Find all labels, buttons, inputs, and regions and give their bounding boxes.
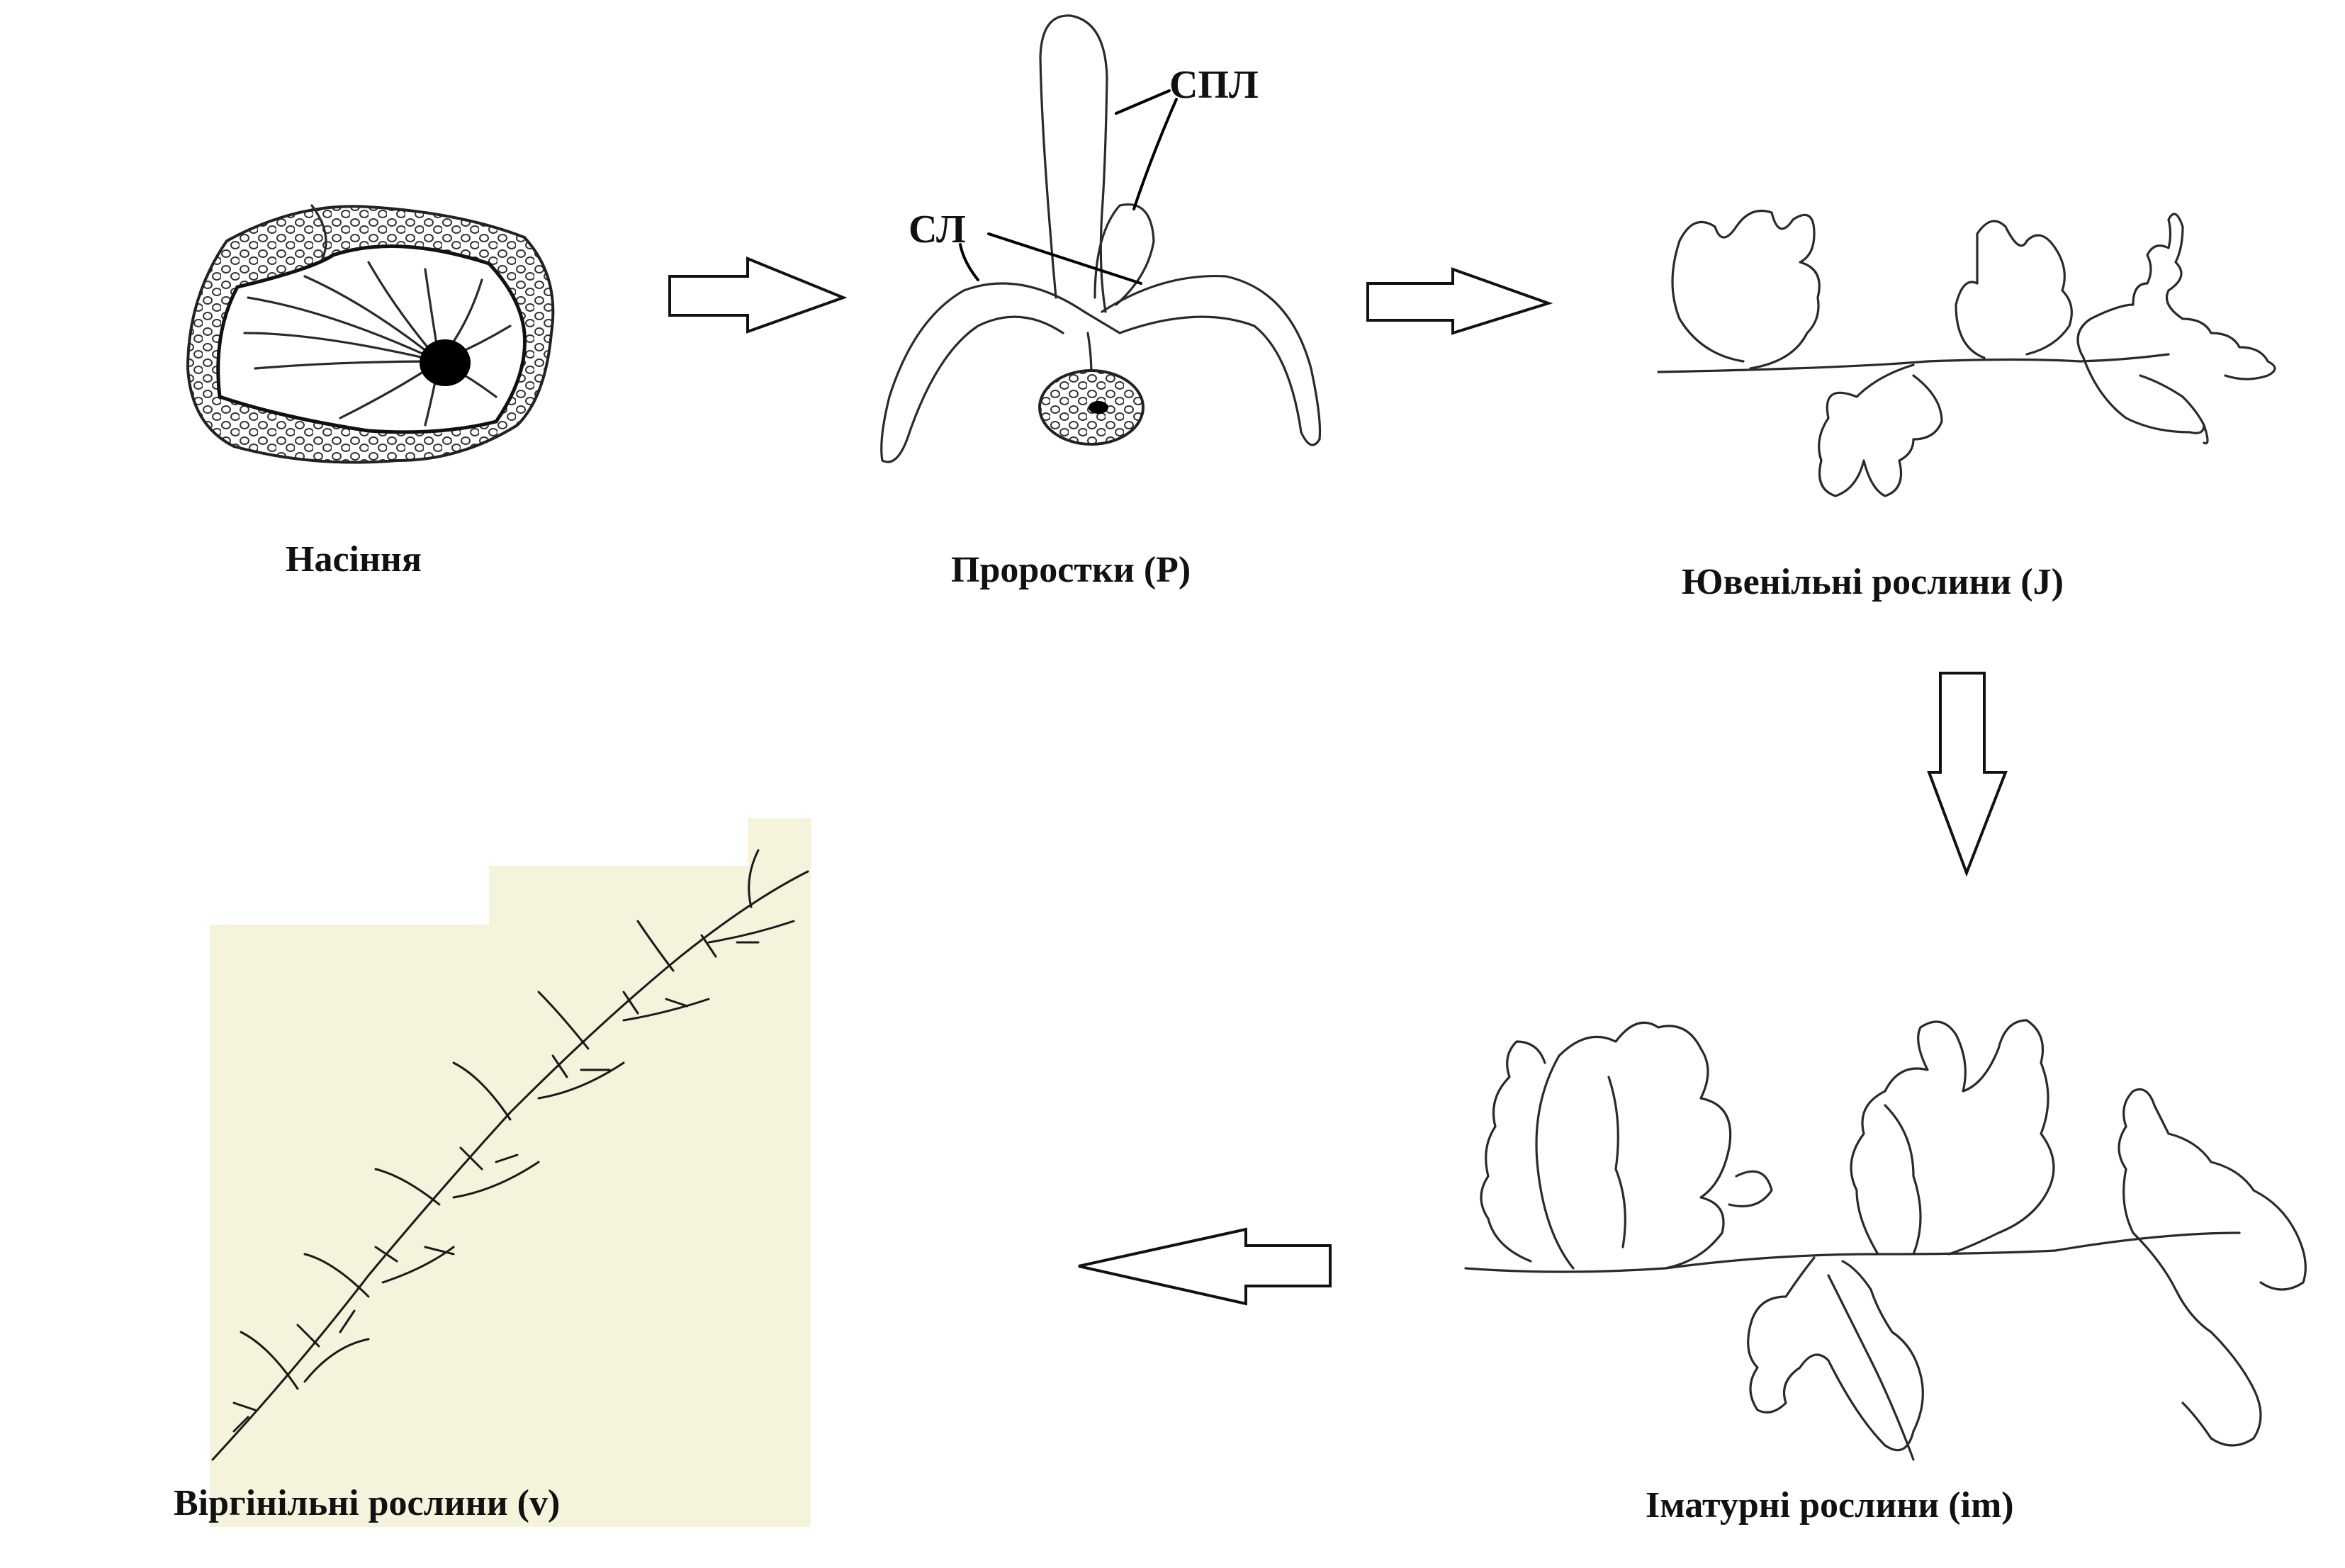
seed-drawing	[186, 204, 555, 464]
juvenile-drawing	[1657, 209, 2276, 497]
virginile-drawing	[211, 849, 809, 1461]
label-virginile: Віргінільні рослини (v)	[174, 1483, 561, 1523]
annotation-sl: СЛ	[909, 208, 966, 252]
virginile-photo-bg-upper	[489, 866, 811, 930]
seedling-drawing	[880, 14, 1322, 463]
immature-drawing	[1464, 1019, 2307, 1461]
arrow-seed-to-seedling	[668, 256, 848, 334]
annotation-spl: СПЛ	[1169, 63, 1259, 107]
label-juvenile: Ювенільні рослини (J)	[1682, 562, 2064, 602]
arrow-seedling-to-juvenile	[1366, 267, 1553, 335]
arrow-juvenile-to-immature	[1927, 672, 2008, 877]
label-seed: Насіння	[286, 539, 422, 580]
arrow-immature-to-virginile	[1078, 1227, 1332, 1306]
label-seedlings: Проростки (P)	[951, 550, 1191, 590]
label-immature: Іматурні рослини (im)	[1646, 1485, 2014, 1525]
virginile-photo-bg-top	[748, 818, 811, 868]
virginile-photo-bg	[210, 925, 811, 1527]
